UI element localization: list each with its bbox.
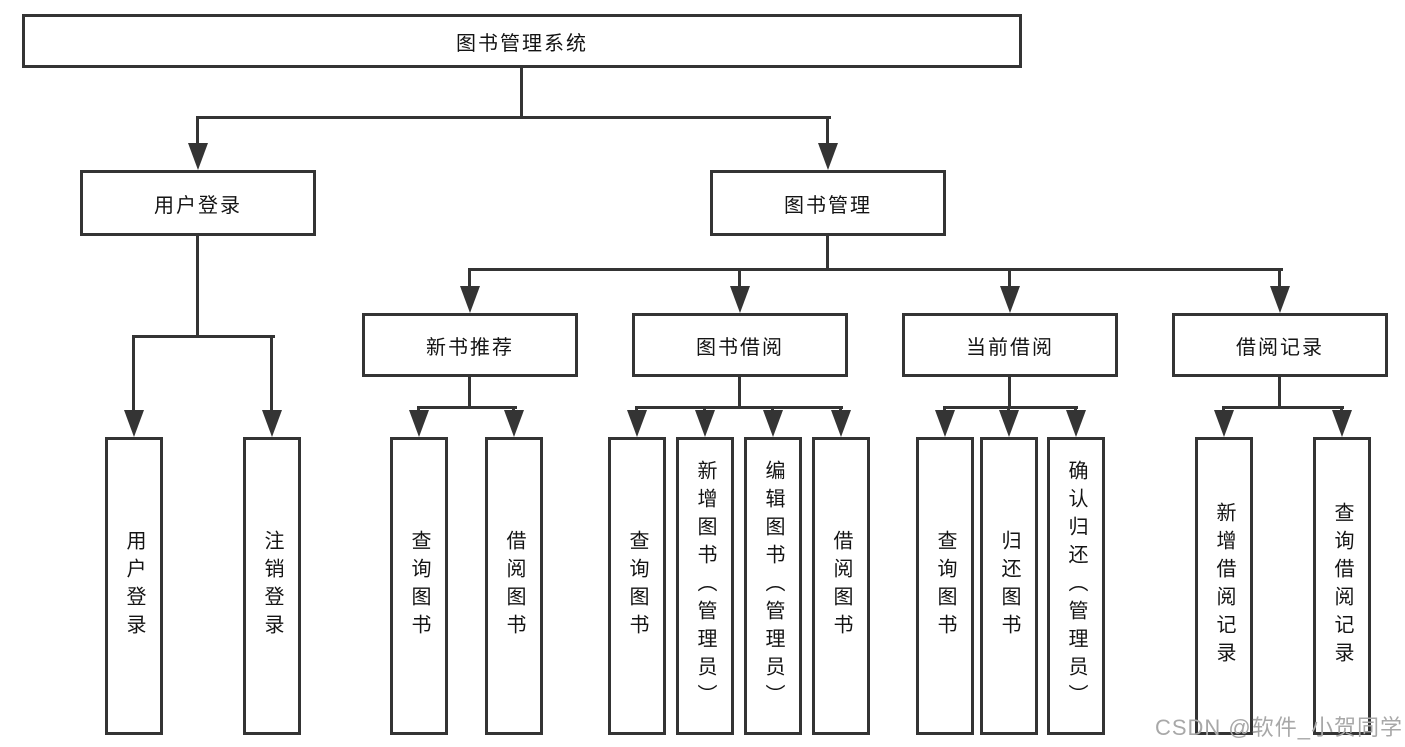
arrowhead-down-icon [695, 410, 715, 437]
node-leaf-edit-books-admin: 编辑图书（管理员） [744, 437, 802, 735]
node-borrowing-records-label: 借阅记录 [1236, 336, 1324, 359]
node-leaf-query-books-borrowing: 查询图书 [608, 437, 666, 735]
connector-new-book-bar [417, 406, 517, 409]
node-leaf-confirm-return-admin: 确认归还（管理员） [1047, 437, 1105, 735]
connector-book-borrowing-bar [635, 406, 843, 409]
connector-book-management-trunk [826, 235, 829, 271]
node-book-borrowing-label: 图书借阅 [696, 336, 784, 359]
arrowhead-down-icon [1066, 410, 1086, 437]
connector-current-borrowing-trunk [1008, 377, 1011, 409]
connector-user-login-bar [132, 335, 275, 338]
connector-drop-new-book [468, 268, 471, 290]
connector-drop-current-borrowing [1008, 268, 1011, 290]
node-library-system: 图书管理系统 [22, 14, 1022, 68]
arrowhead-down-icon [124, 410, 144, 437]
node-leaf-query-books-recommend-label: 查询图书 [408, 530, 430, 642]
connector-drop-leaf-user-login [132, 335, 135, 415]
node-new-book-recommend: 新书推荐 [362, 313, 578, 377]
node-leaf-borrow-books-recommend-label: 借阅图书 [503, 530, 525, 642]
arrowhead-down-icon [409, 410, 429, 437]
arrowhead-down-icon [188, 143, 208, 170]
connector-drop-book-borrowing [738, 268, 741, 290]
node-leaf-borrow-books-label: 借阅图书 [830, 530, 852, 642]
arrowhead-down-icon [1000, 286, 1020, 313]
node-leaf-borrow-books-recommend: 借阅图书 [485, 437, 543, 735]
connector-new-book-trunk [468, 377, 471, 409]
node-leaf-add-books-admin: 新增图书（管理员） [676, 437, 734, 735]
arrowhead-down-icon [763, 410, 783, 437]
arrowhead-down-icon [818, 143, 838, 170]
node-leaf-user-login: 用户登录 [105, 437, 163, 735]
node-borrowing-records: 借阅记录 [1172, 313, 1388, 377]
connector-user-login-trunk [196, 235, 199, 338]
connector-drop-borrowing-records [1278, 268, 1281, 290]
arrowhead-down-icon [262, 410, 282, 437]
connector-book-management-bar [468, 268, 1283, 271]
node-leaf-add-borrow-record-label: 新增借阅记录 [1213, 502, 1235, 670]
arrowhead-down-icon [730, 286, 750, 313]
node-leaf-query-books-current-label: 查询图书 [934, 530, 956, 642]
connector-drop-user-login [196, 116, 199, 150]
arrowhead-down-icon [460, 286, 480, 313]
connector-current-borrowing-bar [943, 406, 1078, 409]
node-leaf-query-borrow-record: 查询借阅记录 [1313, 437, 1371, 735]
arrowhead-down-icon [627, 410, 647, 437]
node-book-borrowing: 图书借阅 [632, 313, 848, 377]
node-library-system-label: 图书管理系统 [456, 32, 588, 55]
node-leaf-query-borrow-record-label: 查询借阅记录 [1331, 502, 1353, 670]
arrowhead-down-icon [1332, 410, 1352, 437]
node-leaf-query-books-recommend: 查询图书 [390, 437, 448, 735]
node-leaf-borrow-books: 借阅图书 [812, 437, 870, 735]
node-book-management-label: 图书管理 [784, 194, 872, 217]
node-leaf-return-books-label: 归还图书 [998, 530, 1020, 642]
connector-drop-book-management [826, 116, 829, 150]
node-book-management: 图书管理 [710, 170, 946, 236]
arrowhead-down-icon [999, 410, 1019, 437]
node-leaf-return-books: 归还图书 [980, 437, 1038, 735]
node-leaf-logout: 注销登录 [243, 437, 301, 735]
arrowhead-down-icon [504, 410, 524, 437]
connector-root-trunk [520, 68, 523, 118]
node-new-book-recommend-label: 新书推荐 [426, 336, 514, 359]
node-leaf-add-books-admin-label: 新增图书（管理员） [694, 460, 716, 712]
node-current-borrowing: 当前借阅 [902, 313, 1118, 377]
connector-borrowing-records-bar [1222, 406, 1344, 409]
node-leaf-logout-label: 注销登录 [261, 530, 283, 642]
arrowhead-down-icon [831, 410, 851, 437]
arrowhead-down-icon [1214, 410, 1234, 437]
watermark-text: CSDN @软件_小贺同学 [1154, 715, 1403, 740]
node-leaf-user-login-label: 用户登录 [123, 530, 145, 642]
arrowhead-down-icon [935, 410, 955, 437]
node-user-login-label: 用户登录 [154, 194, 242, 217]
node-leaf-confirm-return-admin-label: 确认归还（管理员） [1065, 460, 1087, 712]
node-user-login: 用户登录 [80, 170, 316, 236]
node-current-borrowing-label: 当前借阅 [966, 336, 1054, 359]
connector-borrowing-records-trunk [1278, 377, 1281, 409]
connector-drop-leaf-logout [270, 335, 273, 415]
node-leaf-edit-books-admin-label: 编辑图书（管理员） [762, 460, 784, 712]
arrowhead-down-icon [1270, 286, 1290, 313]
node-leaf-query-books-current: 查询图书 [916, 437, 974, 735]
node-leaf-add-borrow-record: 新增借阅记录 [1195, 437, 1253, 735]
node-leaf-query-books-borrowing-label: 查询图书 [626, 530, 648, 642]
connector-book-borrowing-trunk [738, 377, 741, 409]
connector-root-bar [197, 116, 831, 119]
